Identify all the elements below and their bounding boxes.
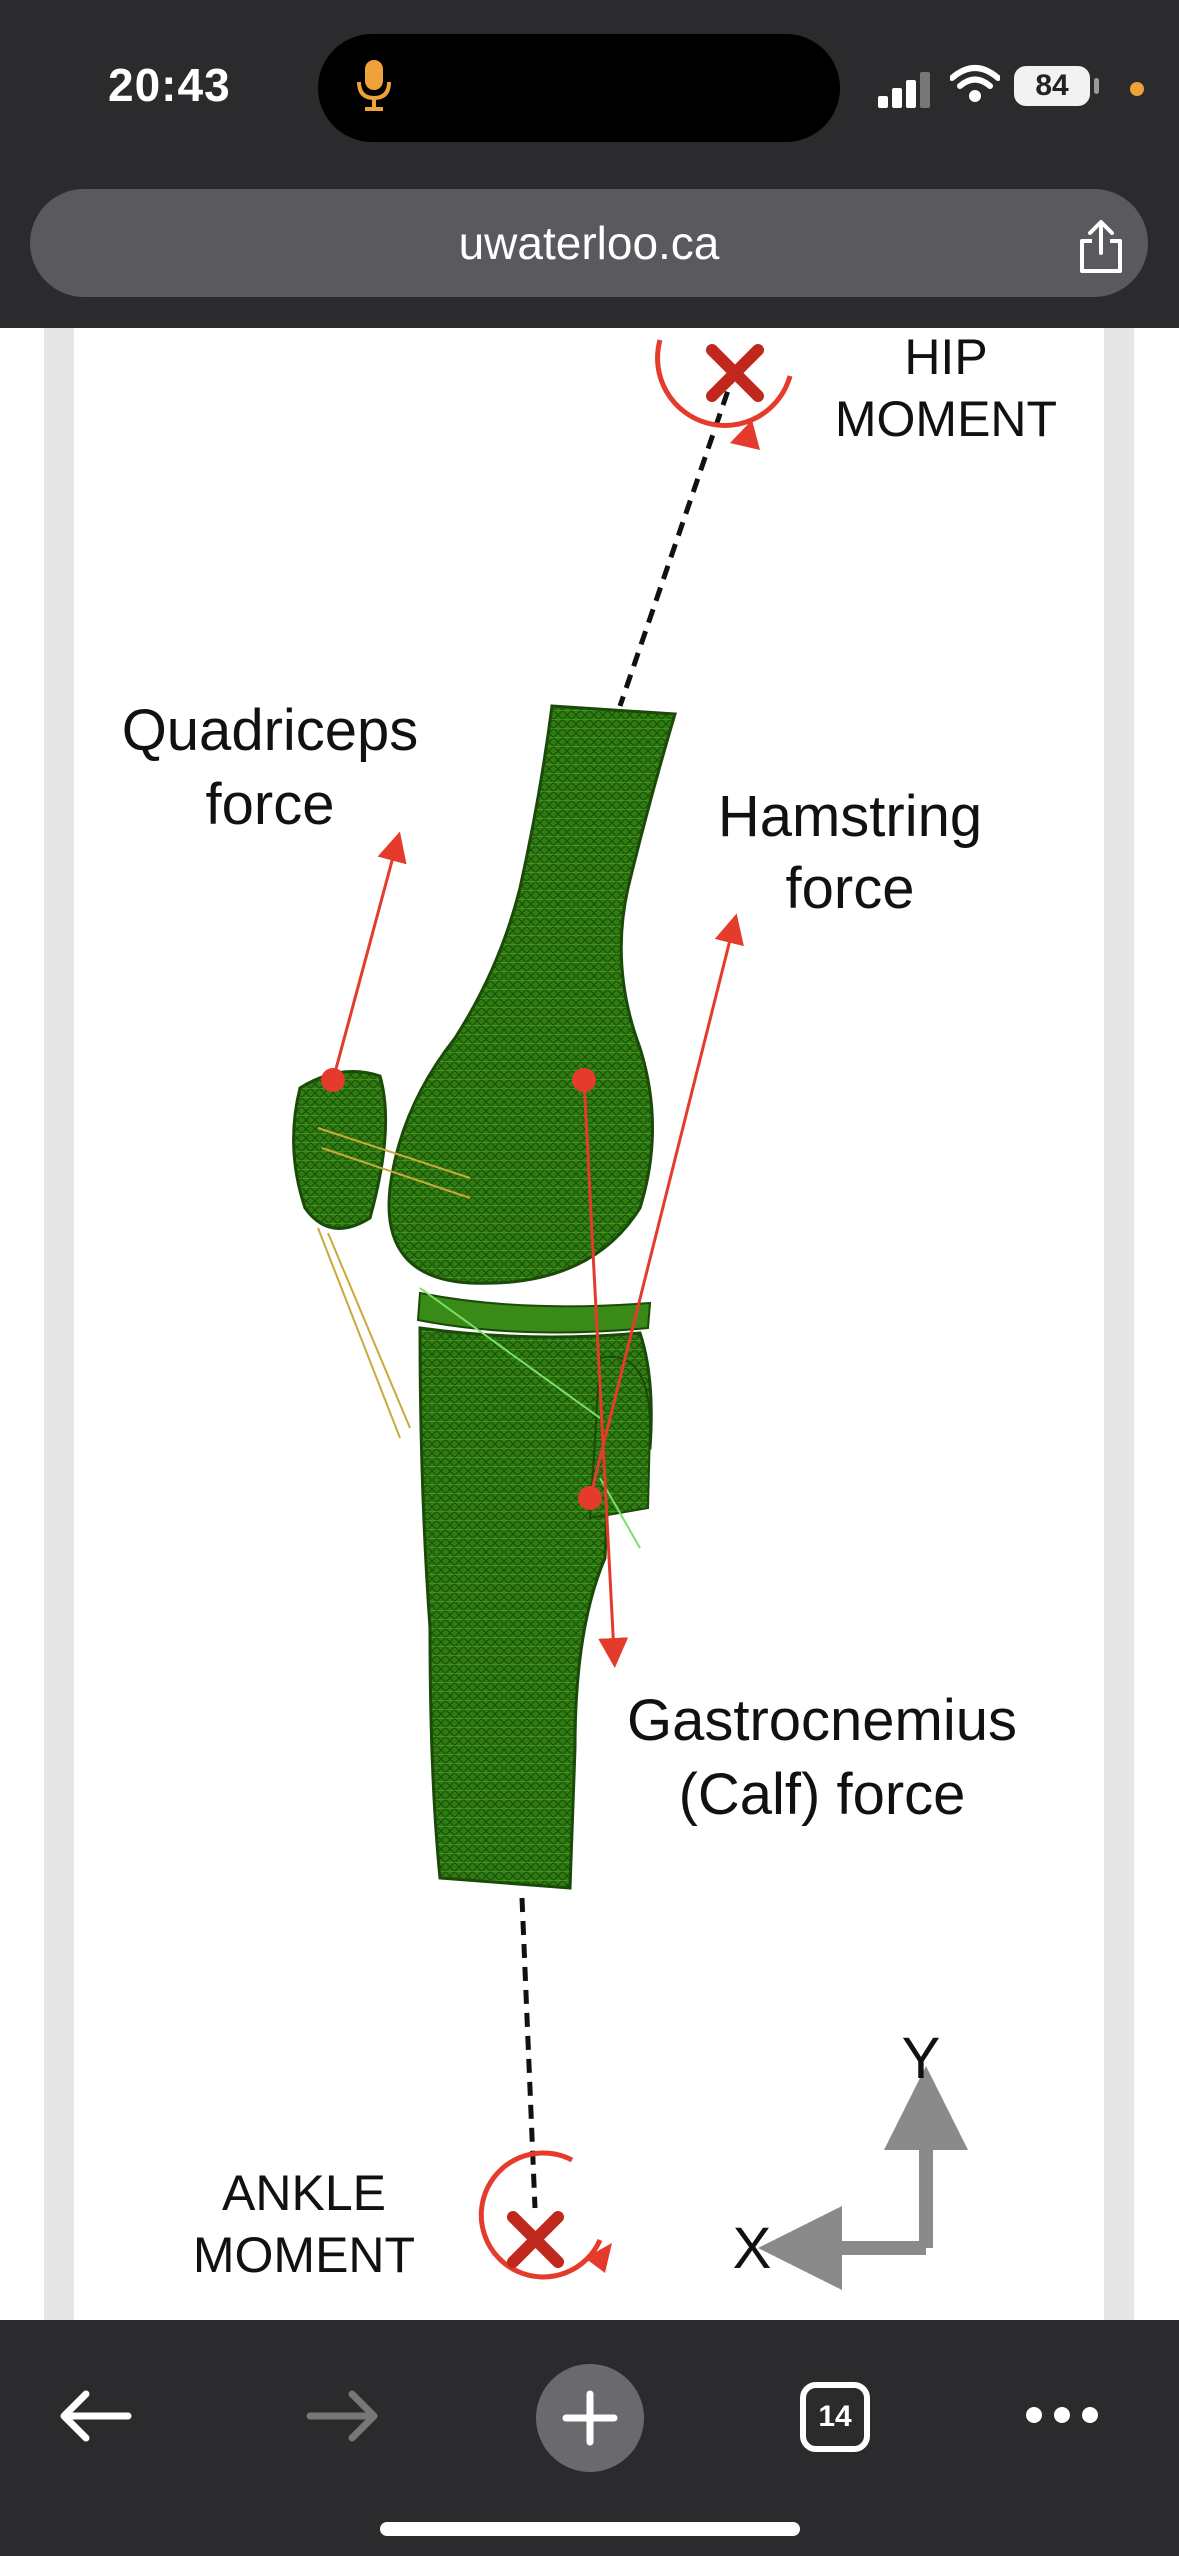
gastrocnemius-label-line2: (Calf) force xyxy=(679,1762,966,1827)
ankle-label-line2: MOMENT xyxy=(193,2227,415,2283)
dynamic-island xyxy=(318,34,840,142)
page-gutter-left xyxy=(44,328,74,2320)
battery-tip xyxy=(1094,78,1099,94)
tabs-button[interactable]: 14 xyxy=(800,2382,870,2452)
gastrocnemius-label-line1: Gastrocnemius xyxy=(627,1688,1017,1753)
patella-bone xyxy=(292,1070,388,1230)
ligament-lines xyxy=(317,1127,641,1549)
web-page-content: HIP MOMENT xyxy=(0,328,1179,2320)
forward-arrow-icon[interactable] xyxy=(302,2386,382,2446)
cellular-signal-icon xyxy=(878,72,930,108)
hip-label-line2: MOMENT xyxy=(835,391,1057,447)
browser-address-area: uwaterloo.ca xyxy=(0,170,1179,328)
axis-y-label: Y xyxy=(902,2026,941,2091)
quadriceps-label-line2: force xyxy=(206,772,335,837)
address-bar[interactable]: uwaterloo.ca xyxy=(30,189,1148,297)
hip-moment-marker xyxy=(617,339,793,707)
status-time: 20:43 xyxy=(108,59,231,111)
wifi-icon xyxy=(950,65,1000,102)
privacy-indicator-dot xyxy=(1130,82,1144,96)
browser-toolbar: 14 xyxy=(0,2320,1179,2556)
quadriceps-label-line1: Quadriceps xyxy=(122,698,419,763)
battery-level: 84 xyxy=(1035,69,1069,102)
gastrocnemius-force-arrow xyxy=(572,1068,629,1668)
femur-bone xyxy=(387,704,677,1285)
microphone-icon xyxy=(357,60,391,111)
hamstring-label-line1: Hamstring xyxy=(718,784,982,849)
back-arrow-icon[interactable] xyxy=(56,2386,136,2446)
plus-icon xyxy=(562,2390,618,2446)
ankle-moment-marker xyxy=(478,1897,612,2280)
status-bar: 20:43 84 xyxy=(0,0,1179,170)
home-indicator[interactable] xyxy=(380,2522,800,2536)
axis-x-label: X xyxy=(733,2216,772,2281)
battery-indicator: 84 xyxy=(1014,66,1090,106)
quadriceps-force-arrow xyxy=(321,831,407,1092)
xy-axis-indicator xyxy=(758,2066,968,2290)
share-icon[interactable] xyxy=(1076,219,1126,275)
knee-model-figure: HIP MOMENT xyxy=(122,329,1057,2290)
page-gutter-right xyxy=(1104,328,1134,2320)
hip-label-line1: HIP xyxy=(904,329,987,385)
ankle-label-line1: ANKLE xyxy=(222,2165,386,2221)
more-options-icon[interactable] xyxy=(1024,2402,1100,2428)
hamstring-force-arrow xyxy=(588,913,744,1499)
new-tab-button[interactable] xyxy=(536,2364,644,2472)
hamstring-label-line2: force xyxy=(786,856,915,921)
url-text[interactable]: uwaterloo.ca xyxy=(458,217,720,269)
